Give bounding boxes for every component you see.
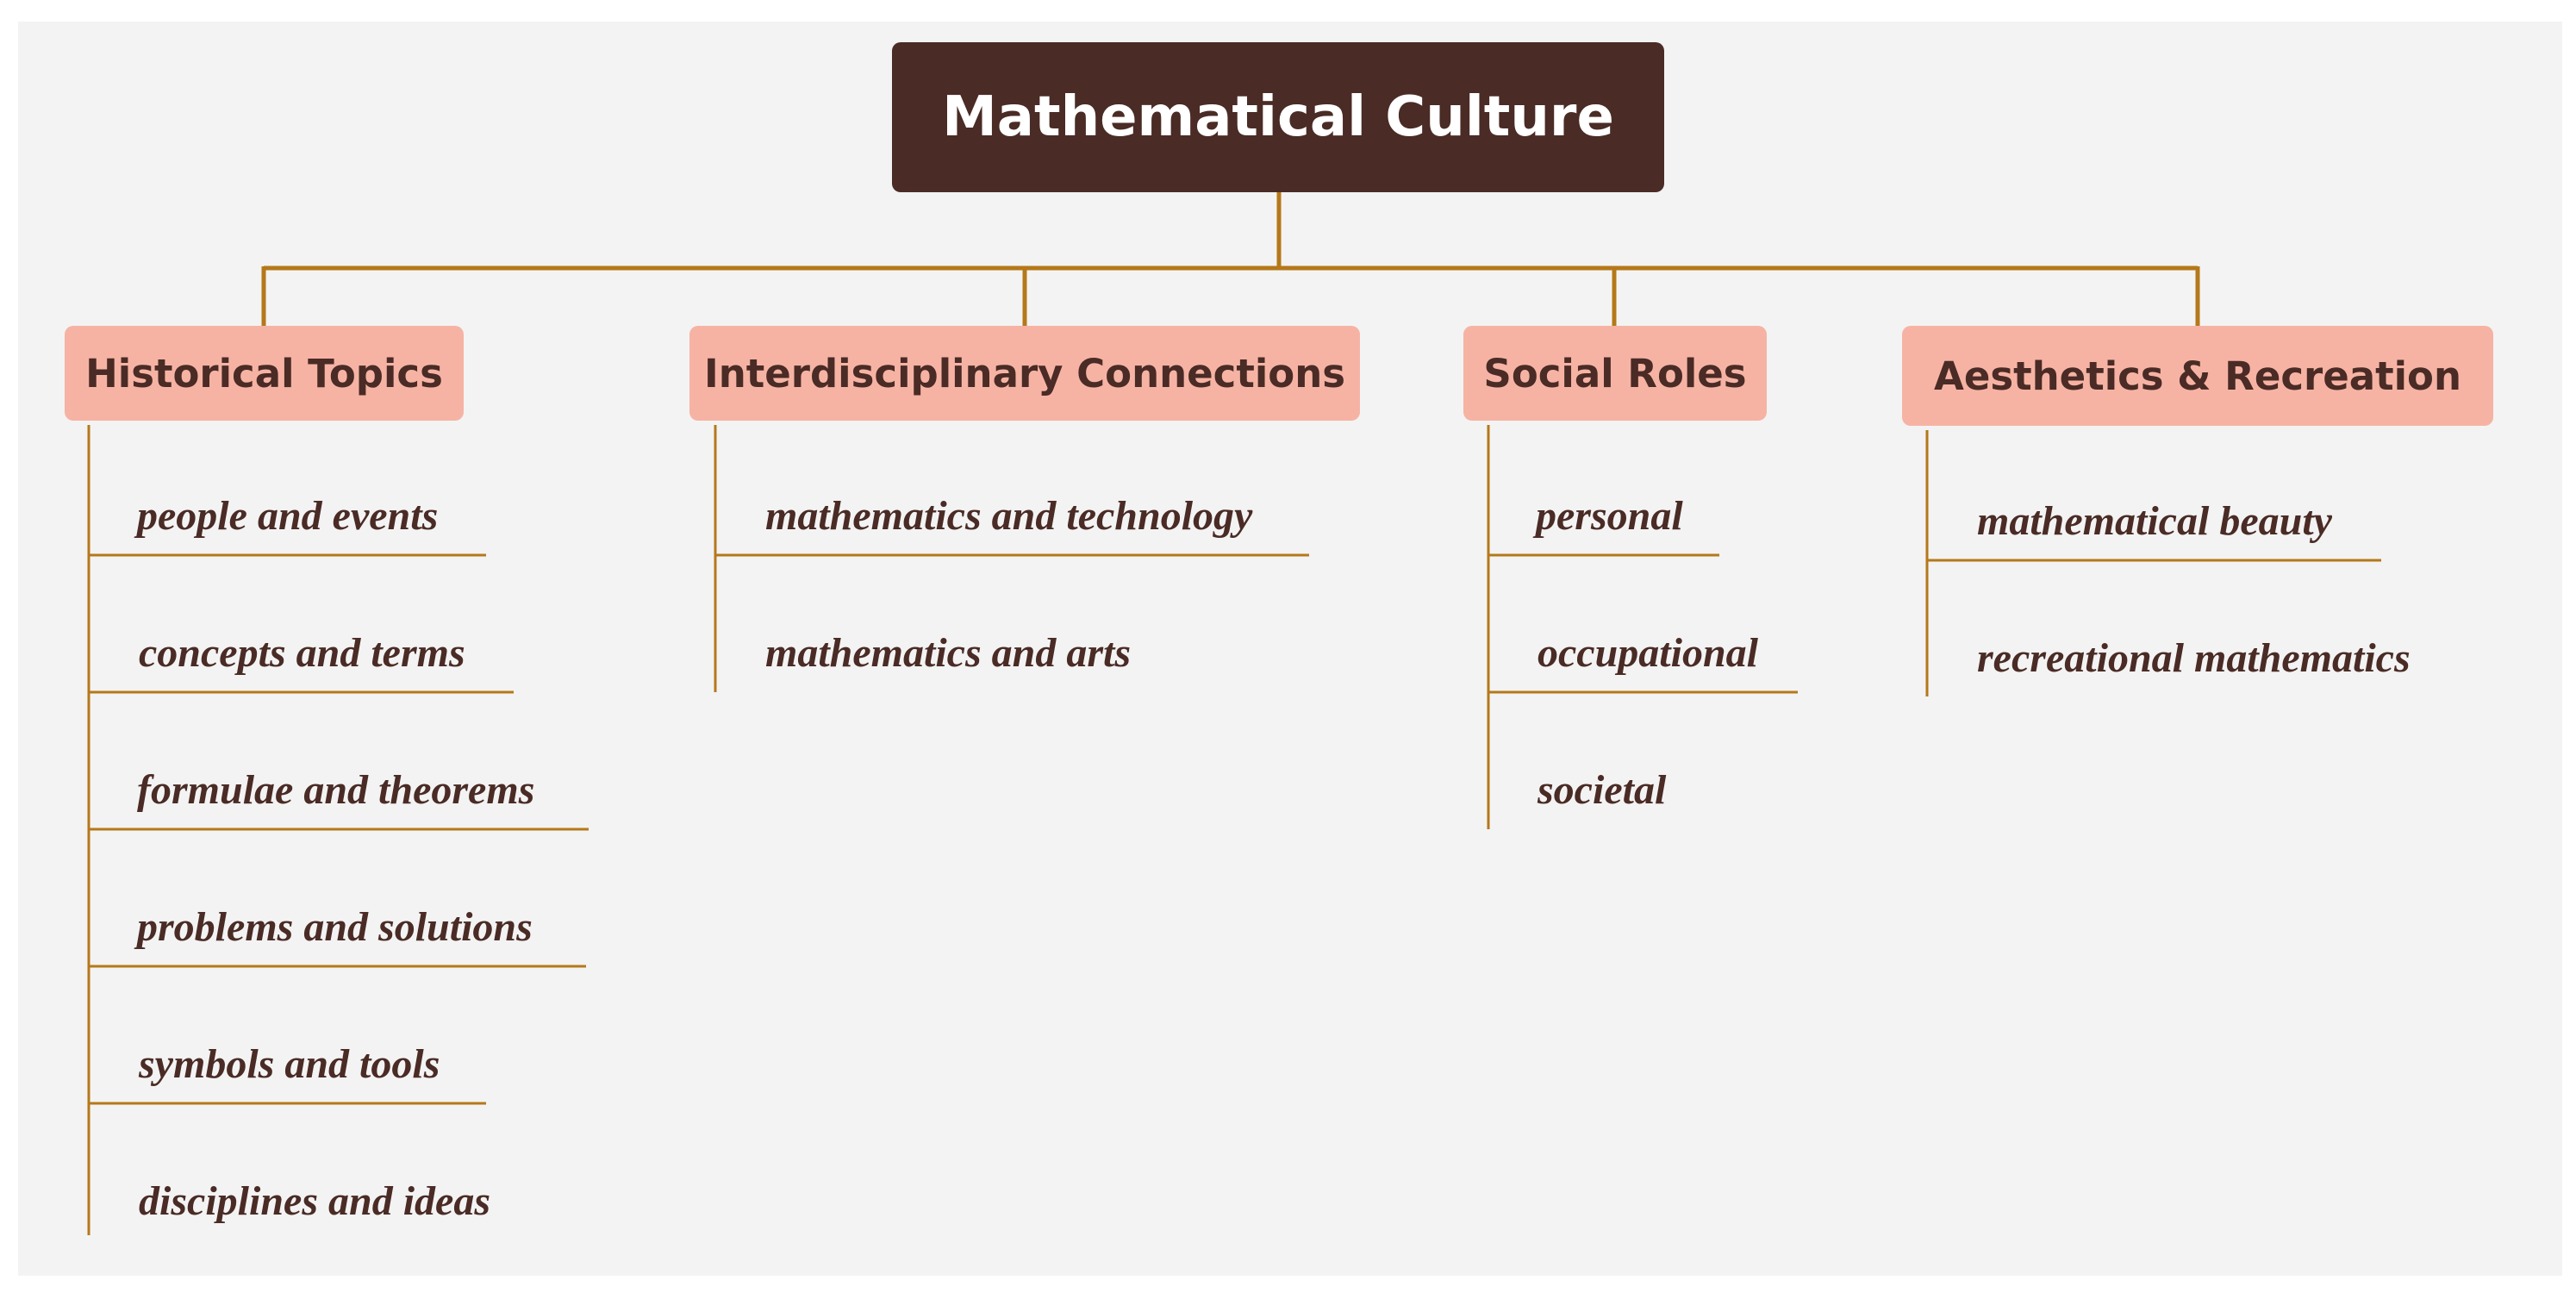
category-node-interdisciplinary-connections: Interdisciplinary Connections <box>689 326 1360 421</box>
category-node-social-roles: Social Roles <box>1463 326 1767 421</box>
leaf-item: symbols and tools <box>139 1041 440 1087</box>
category-node-historical-topics: Historical Topics <box>65 326 464 421</box>
leaf-item: occupational <box>1537 630 1759 676</box>
category-node-aesthetics-recreation: Aesthetics & Recreation <box>1902 326 2493 426</box>
diagram-canvas <box>18 22 2562 1276</box>
leaf-item: mathematical beauty <box>1977 498 2332 544</box>
leaf-item: recreational mathematics <box>1977 635 2411 681</box>
root-node: Mathematical Culture <box>892 42 1664 192</box>
category-label: Historical Topics <box>85 350 443 397</box>
leaf-item: societal <box>1537 767 1667 813</box>
leaf-item: problems and solutions <box>137 904 533 950</box>
category-label: Social Roles <box>1483 350 1747 397</box>
category-label: Aesthetics & Recreation <box>1934 353 2461 399</box>
leaf-item: mathematics and arts <box>765 630 1132 676</box>
leaf-item: concepts and terms <box>139 630 465 676</box>
leaf-item: mathematics and technology <box>765 493 1253 539</box>
root-node-label: Mathematical Culture <box>942 85 1614 149</box>
leaf-item: disciplines and ideas <box>139 1178 491 1224</box>
leaf-item: people and events <box>137 493 439 539</box>
leaf-item: formulae and theorems <box>137 767 535 813</box>
category-label: Interdisciplinary Connections <box>703 350 1346 397</box>
leaf-item: personal <box>1536 493 1683 539</box>
